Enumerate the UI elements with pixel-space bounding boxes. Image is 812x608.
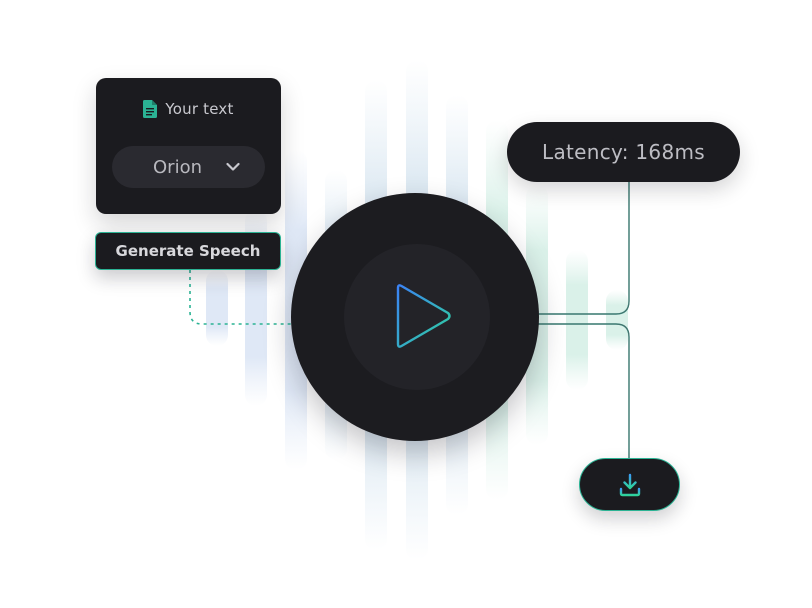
text-input-card[interactable]: Your text Orion bbox=[96, 78, 281, 214]
play-icon bbox=[396, 284, 451, 348]
download-icon bbox=[619, 473, 640, 496]
wave-bar bbox=[566, 250, 588, 390]
latency-label: Latency: 168ms bbox=[542, 140, 705, 164]
document-icon bbox=[143, 100, 158, 118]
latency-badge: Latency: 168ms bbox=[507, 122, 740, 182]
text-card-label: Your text bbox=[165, 100, 234, 118]
dotted-connector bbox=[189, 270, 344, 325]
play-button[interactable] bbox=[344, 244, 490, 390]
chevron-down-icon bbox=[226, 162, 240, 171]
wave-bar bbox=[606, 290, 628, 350]
latency-connector-shade bbox=[491, 182, 630, 315]
voice-select-value: Orion bbox=[153, 156, 202, 178]
wave-bar bbox=[206, 270, 228, 346]
voice-select[interactable]: Orion bbox=[112, 146, 265, 188]
download-connector-shade bbox=[491, 323, 630, 458]
generate-speech-button[interactable]: Generate Speech bbox=[95, 232, 281, 270]
text-card-header: Your text bbox=[96, 100, 281, 118]
download-button[interactable] bbox=[579, 458, 680, 511]
